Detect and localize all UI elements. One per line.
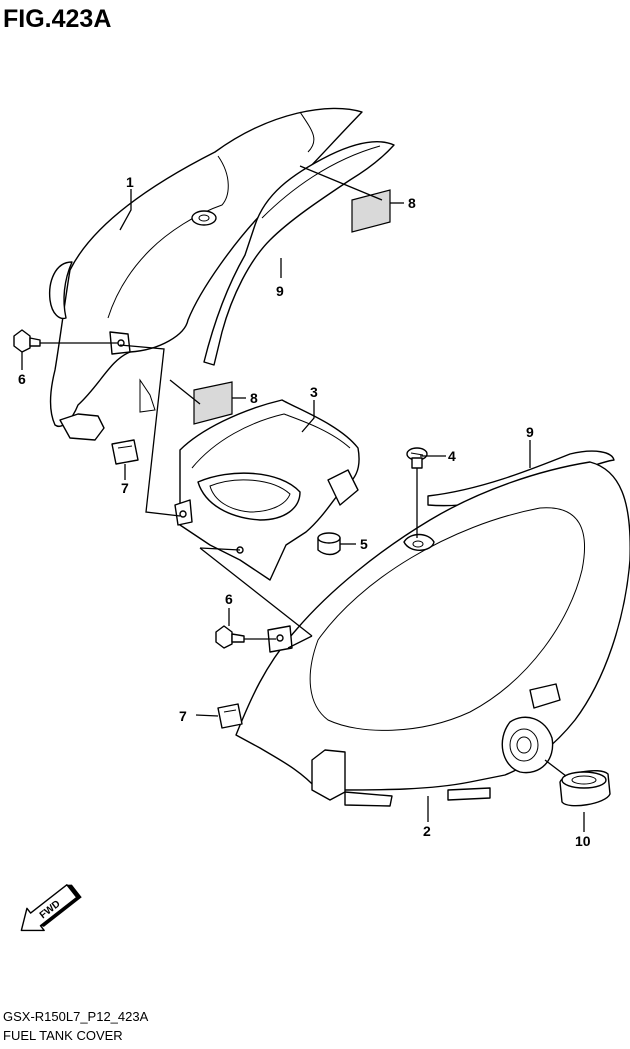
- part-3-center-cover[interactable]: [174, 399, 360, 581]
- callout-7-lower: 7: [179, 708, 187, 724]
- part-2-right-fuel-tank-cover[interactable]: [235, 461, 630, 807]
- callout-8-middle: 8: [250, 390, 258, 406]
- part-8-pad-upper[interactable]: [351, 189, 391, 233]
- callout-labels: 1 9 8 6 8 3 7 4 9 5 6 7 2 10: [18, 174, 591, 849]
- callout-6-lower: 6: [225, 591, 233, 607]
- callout-6-upper: 6: [18, 371, 26, 387]
- callout-9-upper: 9: [276, 283, 284, 299]
- part-6-clip-upper[interactable]: [13, 329, 41, 353]
- part-6-clip-lower[interactable]: [215, 625, 245, 649]
- callout-7-upper: 7: [121, 480, 129, 496]
- callout-1: 1: [126, 174, 134, 190]
- callout-10: 10: [575, 833, 591, 849]
- footer-code: GSX-R150L7_P12_423A: [3, 1009, 149, 1024]
- part-7-nut-upper[interactable]: [111, 439, 139, 465]
- callout-5: 5: [360, 536, 368, 552]
- leader-lines: [21, 165, 585, 832]
- fwd-arrow-icon: FWD: [20, 884, 82, 932]
- callout-8-upper: 8: [408, 195, 416, 211]
- callout-3: 3: [310, 384, 318, 400]
- callout-9-lower: 9: [526, 424, 534, 440]
- callout-4: 4: [448, 448, 456, 464]
- footer-name: FUEL TANK COVER: [3, 1028, 123, 1043]
- part-5-grommet[interactable]: [317, 532, 341, 556]
- callout-2: 2: [423, 823, 431, 839]
- figure-title: FIG.423A: [3, 5, 111, 33]
- part-10-cap[interactable]: [559, 770, 611, 807]
- part-7-nut-lower[interactable]: [217, 703, 243, 729]
- part-9-trim-strip-upper[interactable]: [203, 141, 395, 366]
- part-4-screw[interactable]: [406, 447, 428, 469]
- part-8-pad-middle[interactable]: [193, 381, 233, 425]
